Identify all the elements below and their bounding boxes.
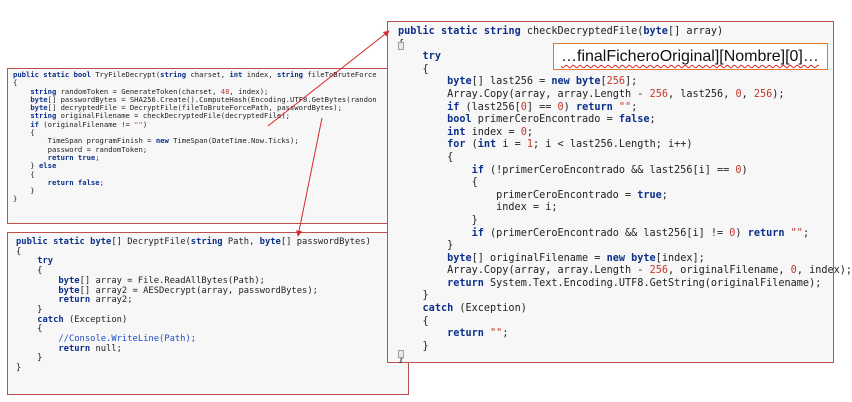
code-line: if (last256[0] == 0) return ""; [447,101,638,113]
callout-text: …finalFicheroOriginal][Nombre][0]… [561,48,819,65]
collapse-marker-icon [398,350,404,358]
code-line: public static string checkDecryptedFile(… [398,26,724,37]
code-block: public static bool TryFileDecrypt(string… [13,70,377,204]
code-line: byte[] originalFilename = new byte[index… [447,252,705,264]
code-block: public static byte[] DecryptFile(string … [16,237,371,374]
code-line: } [16,304,43,315]
code-line: { [13,78,18,88]
filename-callout: …finalFicheroOriginal][Nombre][0]… [553,43,828,70]
code-block: public static string checkDecryptedFile(… [398,26,852,366]
code-line: { [13,128,35,138]
code-line: primerCeroEncontrado = true; [496,189,668,201]
code-line: } [13,186,35,196]
code-line: { [16,246,22,257]
code-line: { [13,169,35,179]
code-line: { [398,177,478,189]
code-line: try [422,51,441,63]
code-line: } [13,194,18,204]
code-line: catch (Exception) [37,314,128,325]
code-line: password = randomToken; [47,144,148,154]
code-line: } [398,240,454,252]
code-line: bool primerCeroEncontrado = false; [447,114,656,126]
code-line: //Console.WriteLine(Path); [58,334,197,345]
code-line: byte[] array = File.ReadAllBytes(Path); [58,275,265,286]
code-line: if (primerCeroEncontrado && last256[i] !… [471,227,810,239]
code-line: Array.Copy(array, array.Length - 256, la… [447,88,785,100]
code-line: for (int i = 1; i < last256.Length; i++) [447,139,693,151]
code-line: return ""; [447,328,509,340]
code-line: index = i; [496,202,558,214]
code-line: return false; [47,177,104,187]
code-line: { [398,151,454,163]
code-line: return System.Text.Encoding.UTF8.GetStri… [447,277,822,289]
code-line: { [398,63,429,75]
code-line: { [16,266,43,277]
collapse-marker-icon [398,42,404,50]
code-line: byte[] array2 = AESDecrypt(array, passwo… [58,285,318,296]
code-line: string randomToken = GenerateToken(chars… [30,86,269,96]
code-line: } [16,353,43,364]
code-line: } [16,363,22,374]
code-line: byte[] last256 = new byte[256]; [447,76,638,88]
code-line: if (originalFilename != "") [30,119,148,129]
code-line: Array.Copy(array, array.Length - 256, or… [447,265,852,277]
code-line: } else [13,161,57,171]
code-line: { [16,324,43,335]
code-line: catch (Exception) [422,303,527,315]
code-line: public static bool TryFileDecrypt(string… [13,70,377,79]
code-line: if (!primerCeroEncontrado && last256[i] … [471,164,748,176]
code-panel-check-decrypted-file: public static string checkDecryptedFile(… [387,21,852,364]
code-line: } [398,340,429,352]
code-line: return true; [47,152,100,162]
code-line: } [398,214,478,226]
code-line: int index = 0; [447,126,533,138]
code-line: } [398,290,429,302]
code-panel-decrypt-file: public static byte[] DecryptFile(string … [7,232,409,395]
code-line: try [37,256,54,267]
code-panel-try-file-decrypt: public static bool TryFileDecrypt(string… [7,68,391,224]
code-line: } [398,353,405,365]
code-line: { [398,315,429,327]
code-line: return array2; [58,295,133,306]
code-line: return null; [58,343,122,354]
code-line: public static byte[] DecryptFile(string … [16,237,371,247]
code-line: TimeSpan programFinish = new TimeSpan(Da… [47,136,299,146]
